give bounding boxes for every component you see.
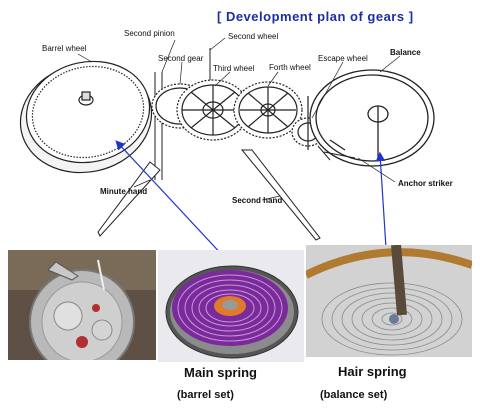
- forth-wheel-drawing: [233, 81, 303, 139]
- label-anchor-striker: Anchor striker: [398, 179, 453, 188]
- diagram-title: [ Development plan of gears ]: [217, 9, 414, 24]
- hair-spring-photo: [306, 245, 472, 357]
- caption-barrel-set: (barrel set): [177, 389, 234, 401]
- label-escape-wheel: Escape wheel: [318, 54, 368, 63]
- main-spring-photo: [158, 250, 304, 362]
- label-third-wheel: Third wheel: [213, 64, 255, 73]
- watch-movement-photo: [8, 250, 156, 360]
- label-second-pinion: Second pinion: [124, 29, 175, 38]
- label-minute-hand: Minute hand: [100, 187, 148, 196]
- label-forth-wheel: Forth wheel: [269, 63, 311, 72]
- main-spring-pointer: [115, 140, 219, 250]
- label-second-hand: Second hand: [232, 196, 283, 205]
- anchor-drawing: [317, 145, 356, 161]
- caption-hair-spring: Hair spring: [338, 364, 407, 379]
- label-second-wheel: Second wheel: [228, 32, 279, 41]
- label-second-gear: Second gear: [158, 54, 204, 63]
- label-barrel-wheel: Barrel wheel: [42, 44, 87, 53]
- caption-main-spring: Main spring: [184, 365, 257, 380]
- barrel-wheel-drawing: [19, 60, 153, 174]
- gear-train-drawing: [19, 37, 435, 250]
- hands-drawing: [97, 149, 321, 241]
- caption-balance-set: (balance set): [320, 389, 388, 401]
- third-wheel-drawing: [176, 79, 250, 141]
- hair-spring-pointer: [375, 151, 387, 249]
- balance-drawing: [309, 69, 435, 167]
- label-balance: Balance: [390, 48, 421, 57]
